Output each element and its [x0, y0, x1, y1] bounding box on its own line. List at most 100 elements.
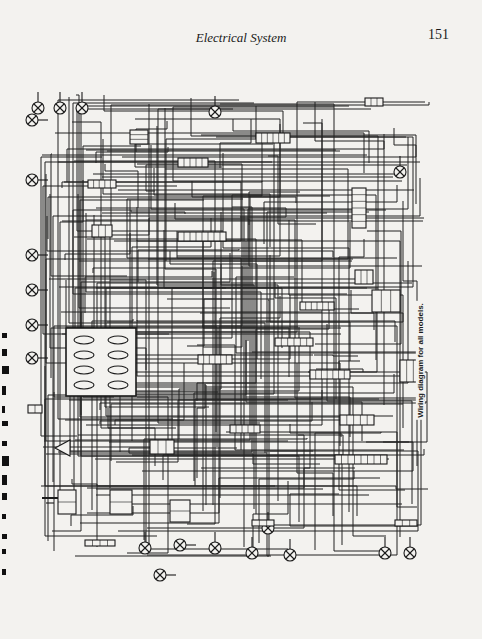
- wire: [119, 504, 402, 505]
- connector-block: [58, 490, 76, 514]
- horn-symbol: [55, 440, 70, 456]
- binding-mark: [2, 534, 7, 539]
- wire: [96, 489, 323, 490]
- wire: [132, 435, 343, 455]
- lamp-symbol: [26, 174, 48, 186]
- wire: [65, 420, 358, 421]
- wire: [50, 194, 146, 542]
- connector-block: [365, 98, 383, 106]
- fuse: [74, 336, 94, 344]
- binding-mark: [2, 406, 5, 413]
- connector-block: [230, 425, 260, 433]
- wire: [72, 122, 176, 428]
- connector-block: [198, 355, 232, 364]
- wire: [64, 182, 241, 241]
- wire: [78, 194, 299, 522]
- wire: [93, 222, 350, 273]
- wire: [253, 481, 288, 555]
- fuse: [74, 366, 94, 374]
- wire: [80, 200, 344, 417]
- fuse-box: [66, 328, 136, 396]
- wire: [51, 154, 127, 276]
- connector-block: [395, 520, 417, 526]
- wire: [54, 392, 350, 437]
- connector-block: [178, 158, 208, 167]
- wire: [339, 239, 364, 371]
- wire: [259, 471, 354, 543]
- wire: [102, 177, 393, 178]
- wire: [58, 207, 252, 452]
- wire: [118, 190, 414, 191]
- wire: [62, 181, 262, 188]
- connector-block: [256, 133, 290, 143]
- lamp-symbol: [54, 92, 66, 114]
- binding-mark: [2, 514, 6, 519]
- binding-mark: [2, 441, 7, 446]
- binding-mark: [2, 475, 7, 485]
- lamp-symbol: [26, 114, 48, 126]
- connector-block: [300, 302, 334, 310]
- wire: [194, 374, 394, 481]
- wire: [80, 478, 380, 523]
- wire: [75, 196, 330, 440]
- connector-block: [170, 500, 190, 522]
- connector-block: [340, 415, 374, 425]
- wire: [93, 174, 398, 175]
- connector-block: [28, 405, 42, 413]
- wire: [58, 162, 420, 163]
- wire: [314, 355, 358, 356]
- binding-mark: [2, 386, 6, 395]
- binding-mark: [2, 366, 9, 374]
- wire: [175, 203, 249, 225]
- wire: [96, 495, 369, 496]
- binding-mark: [2, 333, 7, 338]
- lamp-symbol: [394, 156, 406, 178]
- connector-block: [130, 130, 148, 144]
- connector-block: [310, 370, 350, 379]
- wire: [221, 264, 254, 509]
- wire: [49, 279, 369, 280]
- wire: [47, 216, 333, 257]
- battery-symbol: [42, 498, 58, 503]
- fuse: [74, 351, 94, 359]
- wire: [108, 408, 155, 466]
- lamp-symbol: [284, 539, 296, 561]
- lamp-symbol: [404, 537, 416, 559]
- wire: [52, 109, 371, 531]
- wires: [41, 95, 429, 556]
- lamp-symbol: [209, 532, 221, 554]
- binding-marks: [2, 333, 9, 575]
- lamp-symbol: [139, 532, 151, 554]
- wire: [107, 313, 403, 322]
- lamp-symbol: [26, 319, 48, 331]
- wire: [62, 221, 423, 222]
- connector-block: [178, 232, 226, 241]
- wire: [102, 213, 327, 214]
- fuse: [74, 381, 94, 389]
- wire: [104, 95, 283, 135]
- wire: [116, 400, 288, 462]
- wire: [120, 327, 299, 452]
- figure-caption: Wiring diagram for all models.: [416, 301, 425, 420]
- wire: [264, 185, 397, 244]
- fuse: [108, 366, 128, 374]
- wire: [105, 328, 341, 329]
- wire: [151, 145, 244, 547]
- connector-block: [252, 520, 274, 526]
- connector-block: [335, 455, 387, 464]
- binding-mark: [2, 456, 9, 466]
- wire: [86, 150, 336, 151]
- connector-block: [110, 490, 132, 514]
- connector-block: [150, 440, 174, 454]
- binding-mark: [2, 421, 8, 426]
- binding-mark: [2, 493, 7, 500]
- wire: [46, 174, 340, 446]
- wire: [42, 155, 367, 156]
- wire: [249, 192, 422, 266]
- lamp-symbol: [26, 249, 48, 261]
- fuse: [108, 336, 128, 344]
- connector-block: [88, 180, 116, 188]
- wire: [111, 404, 403, 461]
- fuse: [108, 381, 128, 389]
